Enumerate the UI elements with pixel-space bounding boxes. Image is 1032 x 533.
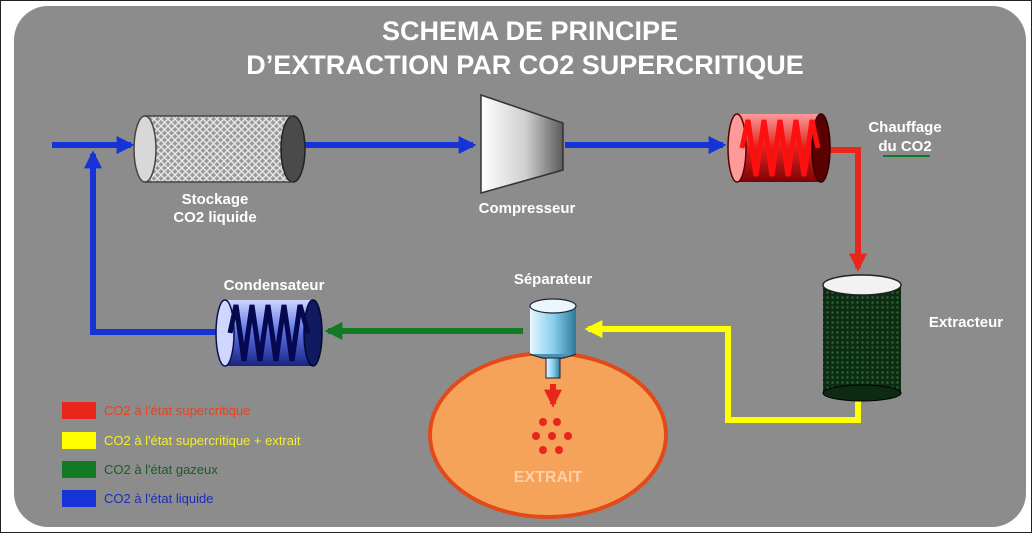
legend-label-supercritique-extrait: CO2 à l'état supercritique + extrait: [104, 433, 301, 448]
legend: CO2 à l'état supercritique CO2 à l'état …: [62, 402, 301, 507]
stockage-label-2: CO2 liquide: [173, 209, 256, 226]
extracteur-label: Extracteur: [929, 314, 1003, 331]
title-line-2: D’EXTRACTION PAR CO2 SUPERCRITIQUE: [246, 50, 804, 80]
legend-label-liquide: CO2 à l'état liquide: [104, 491, 213, 506]
extrait-label: EXTRAIT: [514, 469, 583, 486]
condensateur-label: Condensateur: [224, 277, 325, 294]
legend-swatch-gazeux: [62, 461, 96, 478]
condensateur-return-arrow: [84, 150, 222, 335]
legend-swatch-supercritique-extrait: [62, 432, 96, 449]
chauffage-to-extracteur-arrow: [826, 147, 867, 272]
stockage-tank: [133, 115, 306, 183]
stockage-label-1: Stockage: [182, 191, 249, 208]
compresseur: [480, 93, 564, 194]
compresseur-label: Compresseur: [479, 200, 576, 217]
separateur-label: Séparateur: [514, 271, 593, 288]
legend-label-gazeux: CO2 à l'état gazeux: [104, 462, 218, 477]
legend-swatch-supercritique: [62, 402, 96, 419]
chauffage-label-1: Chauffage: [868, 119, 941, 136]
title-line-1: SCHEMA DE PRINCIPE: [382, 16, 678, 46]
legend-swatch-liquide: [62, 490, 96, 507]
chauffage-heater: [727, 113, 831, 183]
chauffage-label-2: du CO2: [878, 138, 931, 155]
extrait-droplets: [532, 418, 572, 454]
extracteur-vessel: [822, 274, 902, 402]
extracteur-to-separateur-arrow: [584, 320, 861, 423]
legend-label-supercritique: CO2 à l'état supercritique: [104, 403, 250, 418]
separateur: [529, 298, 577, 379]
condensateur: [215, 299, 323, 367]
